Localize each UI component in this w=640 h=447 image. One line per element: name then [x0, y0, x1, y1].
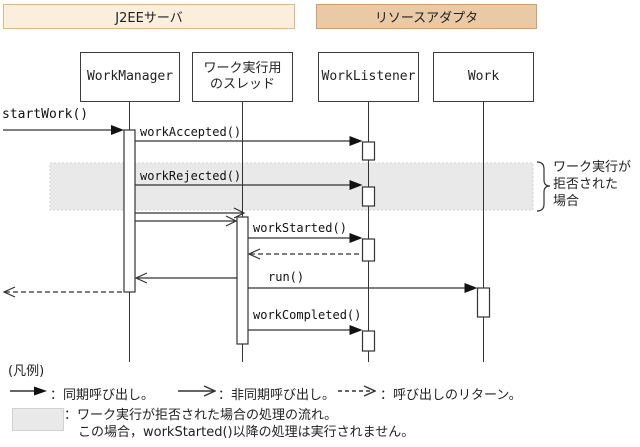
- participant-worklistener-label: WorkListener: [321, 69, 416, 84]
- participant-work-label: Work: [467, 69, 500, 84]
- arrowhead-async-to-manager: [134, 272, 148, 284]
- message-work-completed: workCompleted(): [253, 308, 362, 322]
- participant-workmanager-label: WorkManager: [86, 69, 174, 84]
- message-start-work: startWork(): [2, 107, 89, 122]
- rejected-case-band: [49, 162, 534, 211]
- activation-worklistener-started: [361, 238, 376, 262]
- rejected-flow-swatch: [12, 408, 64, 431]
- activation-bars: [123, 129, 491, 352]
- rejected-case-note: ワーク実行が 拒否された 場合: [553, 160, 632, 209]
- header-j2ee-server-label: J2EEサーバ: [115, 11, 183, 26]
- arrowhead-return-caller: [2, 286, 16, 298]
- arrowhead-start-work: [111, 125, 124, 135]
- arrowhead-run: [464, 283, 478, 293]
- activation-work-run: [476, 287, 491, 318]
- legend-sync-label: ：同期呼び出し。: [50, 388, 155, 403]
- sync-arrow-icon: [10, 386, 47, 396]
- arrowhead-work-started: [349, 233, 363, 243]
- return-arrow-icon: [338, 385, 376, 397]
- legend-title: (凡例): [8, 364, 45, 379]
- activation-worklistener-completed: [361, 330, 376, 352]
- arrowhead-return-started: [247, 248, 261, 260]
- header-resource-adapter-label: リソースアダプタ: [374, 11, 479, 26]
- participant-work-thread: ワーク実行用 のスレッド: [192, 52, 293, 102]
- legend-gray-line2: この場合，workStarted()以降の処理は実行されません。: [78, 425, 415, 440]
- message-work-accepted: workAccepted(): [140, 125, 242, 139]
- legend-gray-line1: ：ワーク実行が拒否された場合の処理の流れ。: [64, 408, 338, 423]
- message-arrows: [2, 125, 478, 335]
- arrowhead-async-dispatch-2: [225, 215, 238, 227]
- activation-worklistener-accepted: [361, 141, 376, 161]
- message-run: run(): [268, 270, 305, 284]
- arrowhead-work-rejected: [349, 180, 363, 190]
- participant-worklistener: WorkListener: [318, 52, 419, 102]
- activation-workmanager: [123, 129, 136, 293]
- arrowhead-async-dispatch-1: [233, 207, 246, 219]
- legend-return-label: ：呼び出しのリターン。: [380, 388, 522, 403]
- activation-work-thread: [236, 216, 249, 345]
- participant-workmanager: WorkManager: [80, 52, 180, 102]
- legend-async-label: ：非同期呼び出し。: [218, 388, 336, 403]
- async-arrow-icon: [178, 385, 216, 397]
- message-work-rejected: workRejected(): [140, 169, 242, 183]
- arrowhead-work-accepted: [349, 136, 363, 146]
- participant-work-thread-label: ワーク実行用 のスレッド: [203, 61, 282, 92]
- message-work-started: workStarted(): [253, 221, 347, 235]
- activation-worklistener-rejected: [361, 186, 376, 207]
- header-resource-adapter: リソースアダプタ: [316, 4, 537, 29]
- header-j2ee-server: J2EEサーバ: [3, 4, 295, 29]
- brace: [536, 161, 551, 212]
- arrowhead-work-completed: [349, 325, 363, 335]
- participant-work: Work: [433, 52, 534, 102]
